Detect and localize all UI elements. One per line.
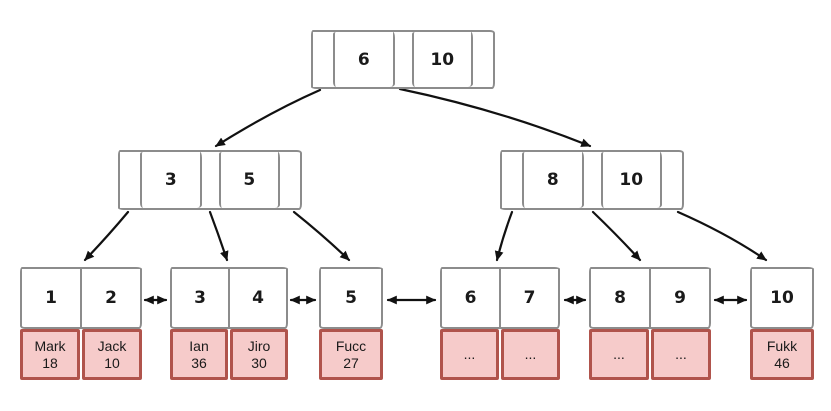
edge-internal-left-to-leaf-1 [83, 210, 130, 262]
leaf-key-row: 3 4 [170, 267, 288, 329]
record-value: 18 [42, 354, 58, 371]
key-label: 8 [546, 170, 559, 190]
key-label: 8 [614, 288, 626, 308]
key-label: 6 [357, 49, 370, 70]
key-cell: 1 [22, 269, 80, 327]
key-label: 2 [105, 288, 117, 308]
key-cell: 4 [228, 269, 286, 327]
key-cell: 5 [321, 269, 381, 327]
record-name: Ian [189, 337, 209, 354]
edge-internal-right-to-leaf-5 [591, 210, 642, 262]
record-cell: Jiro 30 [230, 329, 288, 380]
record-cell: ... [501, 329, 560, 380]
edge-internal-right-to-leaf-6 [676, 210, 768, 262]
leaf-key-row: 5 [319, 267, 383, 329]
edge-root-to-internal-left [214, 88, 322, 148]
record-value: 27 [343, 354, 359, 371]
key-cell: 2 [80, 269, 140, 327]
internal-node-left: 3 5 [118, 150, 302, 210]
key-cell: 10 [411, 32, 473, 87]
leaf-record-row: Fukk 46 [750, 329, 814, 380]
leaf-key-row: 10 [750, 267, 814, 329]
pointer-cell [502, 152, 522, 208]
key-label: 5 [243, 170, 256, 190]
record-name: Jack [97, 337, 127, 354]
key-cell: 8 [591, 269, 649, 327]
edge-internal-left-to-leaf-3 [292, 210, 351, 262]
record-name: Jiro [247, 337, 271, 354]
record-cell: Ian 36 [170, 329, 228, 380]
pointer-cell [584, 152, 601, 208]
key-cell: 3 [172, 269, 228, 327]
key-label: 10 [430, 49, 455, 70]
key-label: 3 [164, 170, 177, 190]
key-cell: 9 [649, 269, 709, 327]
key-label: 6 [464, 288, 477, 308]
key-cell: 6 [442, 269, 499, 327]
key-label: 10 [619, 170, 644, 190]
record-name: Mark [34, 337, 66, 354]
leaf-node-1: 1 2 Mark 18 Jack 10 [20, 267, 142, 380]
leaf-record-row: Fucc 27 [319, 329, 383, 380]
key-cell: 10 [752, 269, 812, 327]
leaf-node-3: 5 Fucc 27 [319, 267, 383, 380]
record-value: 46 [774, 354, 790, 371]
pointer-cell [662, 152, 682, 208]
key-cell: 7 [499, 269, 558, 327]
key-label: 9 [674, 288, 686, 308]
leaf-node-2: 3 4 Ian 36 Jiro 30 [170, 267, 288, 380]
leaf-node-4: 6 7 ... ... [440, 267, 560, 380]
record-cell: Jack 10 [82, 329, 142, 380]
record-value: 30 [251, 354, 267, 371]
edge-internal-left-to-leaf-2 [208, 210, 229, 262]
pointer-cell [473, 32, 493, 87]
pointer-cell [395, 32, 412, 87]
record-name: Fucc [335, 337, 367, 354]
edge-internal-right-to-leaf-4 [494, 210, 514, 262]
edge-root-to-internal-right [398, 87, 592, 148]
key-label: 1 [45, 288, 57, 308]
key-label: 4 [252, 288, 264, 308]
pointer-cell [202, 152, 219, 208]
record-name: ... [675, 346, 687, 362]
key-cell: 10 [600, 152, 662, 208]
key-cell: 3 [140, 152, 202, 208]
pointer-cell [120, 152, 140, 208]
record-name: Fukk [766, 337, 798, 354]
key-label: 3 [194, 288, 206, 308]
key-label: 10 [770, 288, 794, 308]
pointer-cell [313, 32, 333, 87]
leaf-key-row: 8 9 [589, 267, 711, 329]
key-cell: 5 [218, 152, 280, 208]
leaf-record-row: ... ... [589, 329, 711, 380]
record-cell: Mark 18 [20, 329, 80, 380]
record-name: ... [463, 346, 476, 362]
root-node: 6 10 [311, 30, 495, 89]
record-value: 36 [191, 354, 207, 371]
leaf-record-row: Mark 18 Jack 10 [20, 329, 142, 380]
record-value: 10 [104, 354, 120, 371]
key-label: 5 [345, 288, 357, 308]
key-label: 7 [523, 288, 536, 308]
record-cell: Fukk 46 [750, 329, 814, 380]
leaf-record-row: ... ... [440, 329, 560, 380]
internal-node-right: 8 10 [500, 150, 684, 210]
record-cell: ... [440, 329, 499, 380]
leaf-record-row: Ian 36 Jiro 30 [170, 329, 288, 380]
pointer-cell [280, 152, 300, 208]
record-name: ... [613, 346, 625, 362]
leaf-key-row: 1 2 [20, 267, 142, 329]
record-cell: ... [589, 329, 649, 380]
key-cell: 8 [522, 152, 584, 208]
key-cell: 6 [333, 32, 395, 87]
leaf-node-5: 8 9 ... ... [589, 267, 711, 380]
leaf-node-6: 10 Fukk 46 [750, 267, 814, 380]
record-cell: Fucc 27 [319, 329, 383, 380]
record-name: ... [524, 346, 537, 362]
record-cell: ... [651, 329, 711, 380]
leaf-key-row: 6 7 [440, 267, 560, 329]
